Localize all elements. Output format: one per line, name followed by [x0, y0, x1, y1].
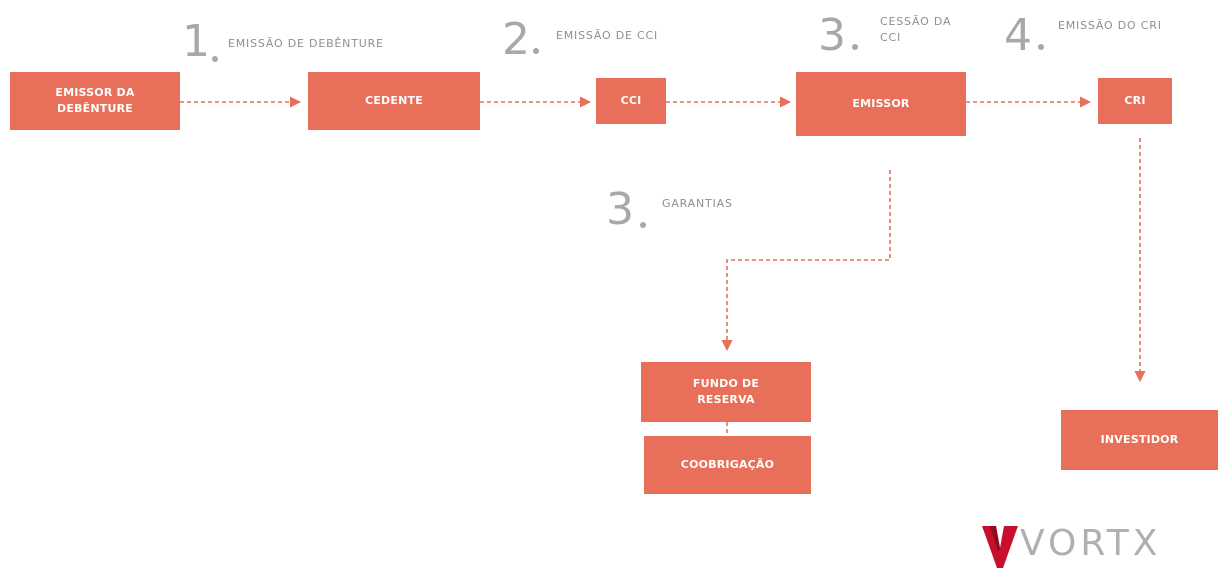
step-4-dot — [1038, 44, 1044, 50]
box-coobrigacao-label: COOBRIGAÇÃO — [680, 458, 775, 471]
box-investidor: INVESTIDOR — [1061, 410, 1218, 470]
step-3-number: 3 — [818, 10, 846, 61]
step-garantias-dot — [640, 222, 646, 228]
box-investidor-label: INVESTIDOR — [1100, 433, 1179, 446]
box-cri: CRI — [1098, 78, 1172, 124]
box-cedente: CEDENTE — [308, 72, 480, 130]
box-cedente-label: CEDENTE — [365, 94, 423, 107]
box-emissor-label: EMISSOR — [852, 97, 910, 110]
vortx-logo: VORTX — [982, 522, 1157, 570]
step-2-number: 2 — [502, 14, 530, 65]
arrow-emissor-to-fundo-reserva — [721, 170, 891, 352]
box-emissor-debenture: EMISSOR DA DEBÊNTURE — [10, 72, 180, 130]
step-1-dot — [212, 56, 218, 62]
step-garantias-label: GARANTIAS — [662, 197, 733, 210]
box-emissor: EMISSOR — [796, 72, 966, 136]
box-coobrigacao: COOBRIGAÇÃO — [644, 436, 811, 494]
step-4-label: EMISSÃO DO CRI — [1058, 19, 1162, 32]
box-fundo-reserva: FUNDO DE RESERVA — [641, 362, 811, 422]
step-1-label: EMISSÃO DE DEBÊNTURE — [228, 37, 384, 50]
step-3-label: CESSÃO DA CCI — [880, 15, 952, 44]
box-cci: CCI — [596, 78, 666, 124]
step-2-dot — [533, 48, 539, 54]
box-fundo-reserva-label: FUNDO DE RESERVA — [692, 377, 760, 406]
box-cri-label: CRI — [1124, 94, 1146, 107]
vortx-logo-text: VORTX — [1020, 523, 1162, 564]
step-4-number: 4 — [1004, 10, 1032, 61]
vortx-logo-mark — [982, 526, 1018, 568]
step-garantias-number: 3 — [606, 184, 634, 235]
step-1-number: 1 — [182, 16, 210, 67]
box-emissor-debenture-label: EMISSOR DA DEBÊNTURE — [55, 86, 135, 115]
step-2-label: EMISSÃO DE CCI — [556, 29, 659, 42]
step-3-dot — [852, 44, 858, 50]
box-cci-label: CCI — [620, 94, 642, 107]
